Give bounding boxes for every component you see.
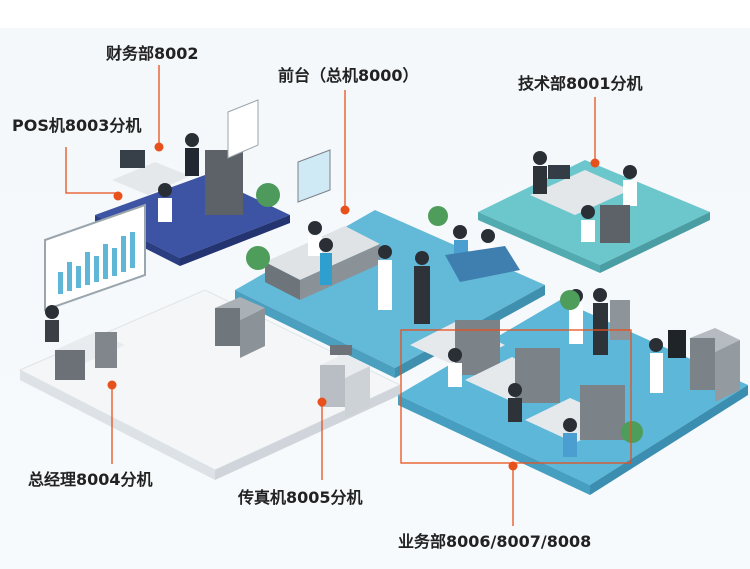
label-finance: 财务部8002 — [106, 44, 199, 63]
tech-desk-icon — [530, 151, 637, 243]
label-gm: 总经理8004分机 — [28, 470, 153, 489]
top-band — [0, 0, 750, 28]
label-reception: 前台（总机8000） — [278, 66, 419, 85]
label-business: 业务部8006/8007/8008 — [398, 532, 592, 551]
label-tech: 技术部8001分机 — [518, 74, 643, 93]
finance-desk-icon — [112, 99, 280, 222]
label-fax: 传真机8005分机 — [238, 488, 363, 507]
reception-desk-icon — [265, 149, 380, 300]
leader-dots — [107, 142, 600, 471]
whiteboard-icon — [44, 203, 146, 312]
cabinet-icon — [215, 297, 265, 358]
label-pos: POS机8003分机 — [12, 116, 142, 135]
fax-machine-icon — [320, 345, 370, 418]
gm-desk-icon — [45, 305, 125, 380]
people-icon — [246, 206, 520, 324]
